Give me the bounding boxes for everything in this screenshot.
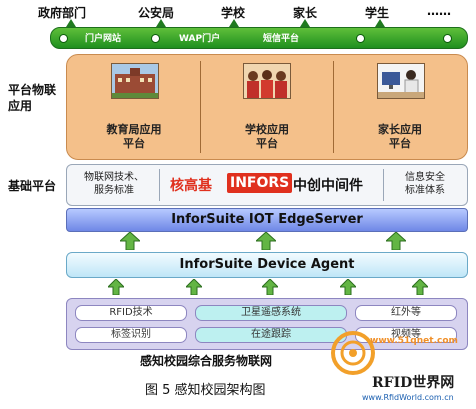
parent-app-label: 家长应用 平台 bbox=[378, 123, 422, 150]
students-photo bbox=[243, 63, 291, 99]
education-building-photo bbox=[111, 63, 159, 99]
row-label-base-platform: 基础平台 bbox=[8, 179, 57, 193]
iot-edgeserver-bar: InforSuite IOT EdgeServer bbox=[66, 208, 468, 232]
watermark-url: www.RfidWorld.com.cn bbox=[362, 393, 454, 402]
arrow-up-icon bbox=[108, 279, 124, 295]
transit-tracking-pill: 在途跟踪 bbox=[195, 327, 347, 343]
arrow-up-icon bbox=[229, 19, 239, 27]
brand-core-text: 核高基 bbox=[170, 178, 212, 194]
circle-icon bbox=[151, 34, 160, 43]
portal-wap: WAP门户 bbox=[179, 34, 221, 44]
arrow-up-icon bbox=[186, 279, 202, 295]
school-app-label: 学校应用 平台 bbox=[245, 123, 289, 150]
divider bbox=[383, 169, 384, 201]
circle-icon bbox=[443, 34, 452, 43]
arrow-up-icon bbox=[256, 232, 276, 250]
divider bbox=[159, 169, 160, 201]
portal-bar: 门户网站 WAP门户 短信平台 bbox=[50, 27, 468, 49]
middleware-text: 中创中间件 bbox=[293, 178, 363, 194]
arrow-up-icon bbox=[386, 232, 406, 250]
portal-sms: 短信平台 bbox=[263, 34, 300, 44]
rfid-tech-pill: RFID技术 bbox=[75, 305, 187, 321]
sensing-layer-title: 感知校园综合服务物联网 bbox=[140, 354, 273, 368]
infors-logo: INFORS bbox=[227, 173, 293, 193]
user-government: 政府部门 bbox=[38, 6, 87, 20]
education-app-label: 教育局应用 平台 bbox=[106, 123, 162, 150]
arrow-up-icon bbox=[66, 19, 76, 27]
user-student: 学生 bbox=[365, 6, 390, 20]
user-more: …… bbox=[427, 4, 451, 18]
portal-website: 门户网站 bbox=[85, 34, 122, 44]
rfid-world-watermark-logo bbox=[331, 331, 375, 375]
satellite-system-pill: 卫星遥感系统 bbox=[195, 305, 347, 321]
base-platform-panel: 物联网技术、 服务标准 核高基 INFORS 中创中间件 信息安全 标准体系 bbox=[66, 164, 468, 206]
arrow-up-icon bbox=[262, 279, 278, 295]
figure-caption: 图 5 感知校园架构图 bbox=[145, 383, 266, 398]
security-standards-text: 信息安全 标准体系 bbox=[405, 172, 445, 196]
arrow-up-icon bbox=[156, 19, 166, 27]
infrared-pill: 红外等 bbox=[355, 305, 457, 321]
arrow-up-icon bbox=[375, 19, 385, 27]
divider bbox=[333, 61, 334, 153]
tag-recognition-pill: 标签识别 bbox=[75, 327, 187, 343]
arrow-up-icon bbox=[300, 19, 310, 27]
arrow-up-icon bbox=[340, 279, 356, 295]
arrow-up-icon bbox=[412, 279, 428, 295]
watermark-site: www.51qnet.com bbox=[370, 336, 458, 346]
arrow-up-icon bbox=[120, 232, 140, 250]
iot-standards-text: 物联网技术、 服务标准 bbox=[84, 172, 144, 196]
user-school: 学校 bbox=[221, 6, 246, 20]
user-police: 公安局 bbox=[138, 6, 175, 20]
application-panel: 教育局应用 平台 学校应用 平台 家长应用 平台 bbox=[66, 54, 468, 160]
device-agent-bar: InforSuite Device Agent bbox=[66, 252, 468, 278]
video-pill: 视频等 bbox=[355, 327, 457, 343]
circle-icon bbox=[356, 34, 365, 43]
sensing-layer-panel: RFID技术 卫星遥感系统 红外等 标签识别 在途跟踪 视频等 bbox=[66, 298, 468, 350]
watermark-brand: RFID世界网 bbox=[372, 375, 455, 391]
parent-computer-photo bbox=[377, 63, 425, 99]
divider bbox=[200, 61, 201, 153]
row-label-platform-app: 平台物联 应用 bbox=[8, 83, 57, 113]
user-parent: 家长 bbox=[293, 6, 318, 20]
circle-icon bbox=[59, 34, 68, 43]
